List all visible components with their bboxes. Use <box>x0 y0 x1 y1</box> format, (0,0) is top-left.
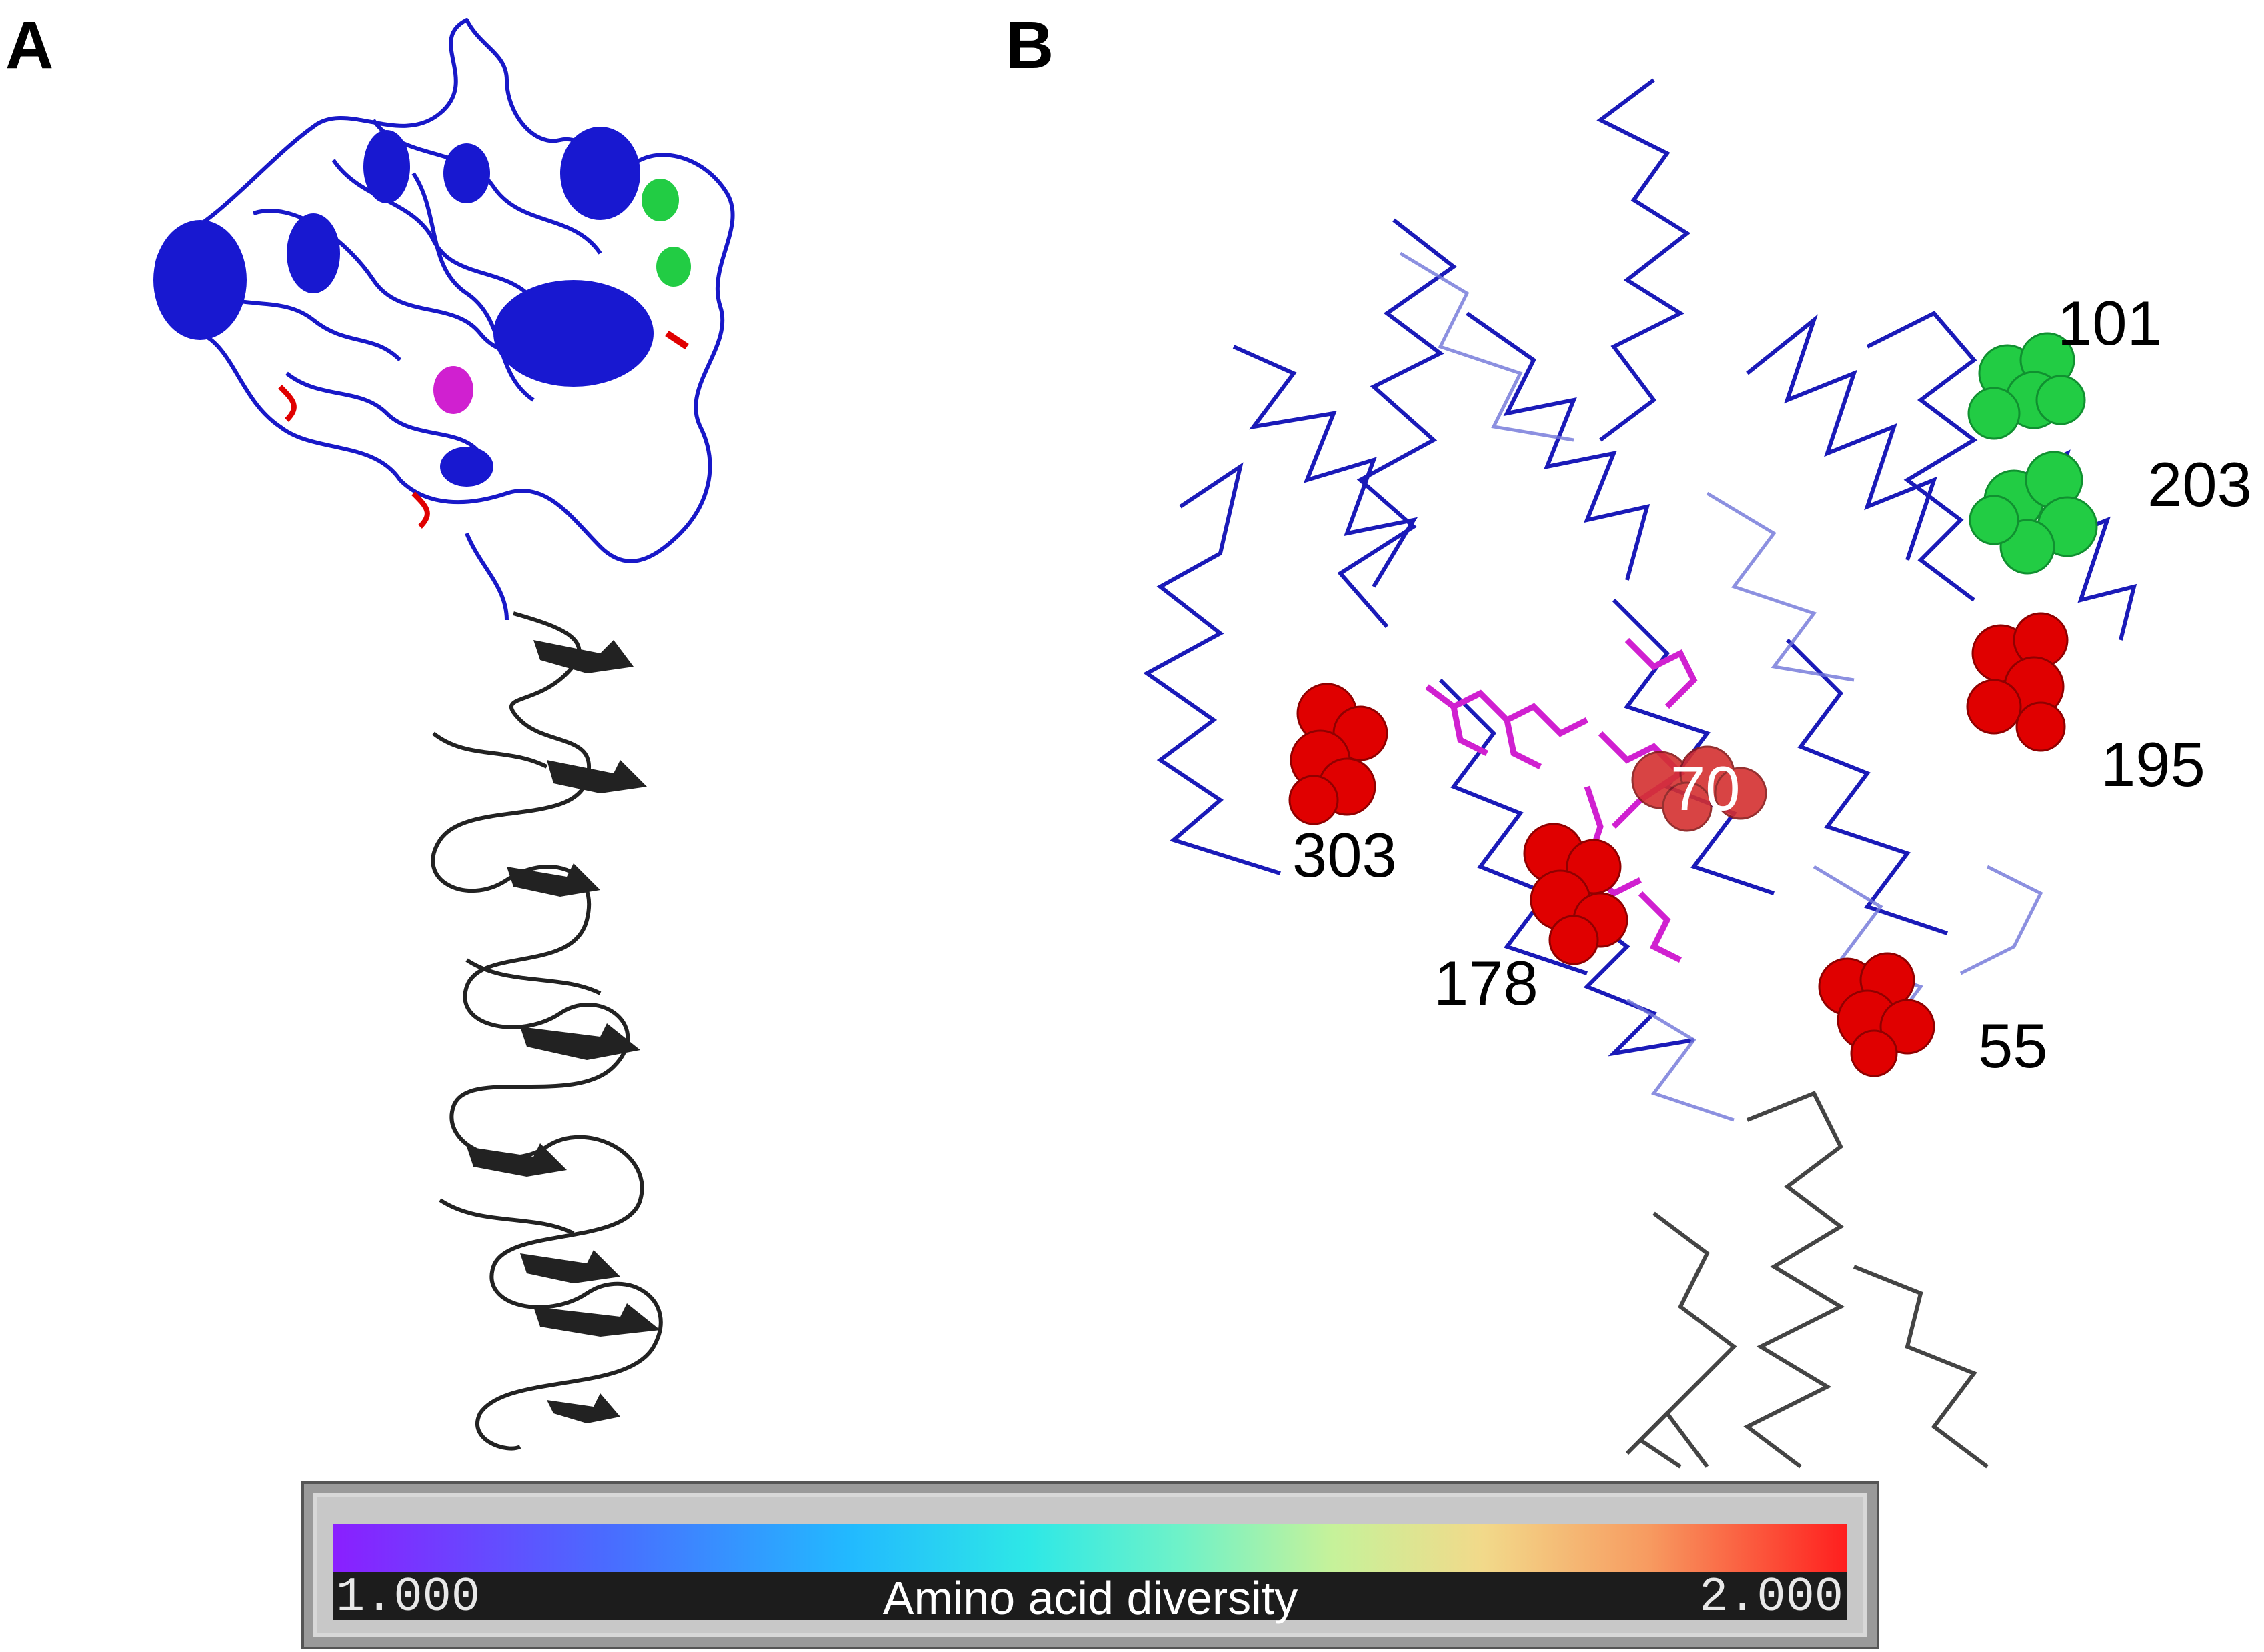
panel-b-stalk-trace <box>1625 1091 1989 1469</box>
panel-letter-a: A <box>5 8 54 83</box>
color-scale-min-label: 1.000 <box>336 1570 481 1625</box>
residue-label-195: 195 <box>2101 729 2205 799</box>
panel-a-head-cartoon <box>154 18 735 621</box>
residue-label-203: 203 <box>2147 449 2252 519</box>
residue-label-101: 101 <box>2057 288 2162 358</box>
panel-b-head-trace-light <box>1399 251 2043 1122</box>
panel-a-stalk-strands <box>467 640 660 1423</box>
color-scale-gradient <box>333 1524 1847 1572</box>
residue-label-303: 303 <box>1292 820 1397 890</box>
panel-b-residue-203-spheres <box>1969 451 2098 575</box>
panel-b-residue-101-spheres <box>1967 332 2086 440</box>
panel-b-residue-55-spheres <box>1818 952 1935 1077</box>
panel-b-residue-70-spheres <box>1631 745 1767 832</box>
panel-letter-b: B <box>1006 8 1054 83</box>
panel-b-residue-303-spheres <box>1288 683 1388 825</box>
panel-a-helices <box>153 127 654 487</box>
panel-b-head-trace <box>1143 78 2137 1057</box>
residue-label-178: 178 <box>1434 948 1538 1018</box>
color-scale-title: Amino acid diversity <box>882 1572 1298 1624</box>
residue-label-70: 70 <box>1670 753 1741 823</box>
color-scale-label-strip: 1.000 Amino acid diversity 2.000 <box>333 1570 1847 1625</box>
panel-a-colored-residues <box>278 179 691 529</box>
residue-label-55: 55 <box>1978 1011 2048 1081</box>
panel-b-residue-195-spheres <box>1966 612 2069 752</box>
color-scale-bar: 1.000 Amino acid diversity 2.000 <box>304 1484 1877 1647</box>
panel-b-residue-178-spheres <box>1523 823 1628 965</box>
color-scale-max-label: 2.000 <box>1699 1570 1843 1625</box>
